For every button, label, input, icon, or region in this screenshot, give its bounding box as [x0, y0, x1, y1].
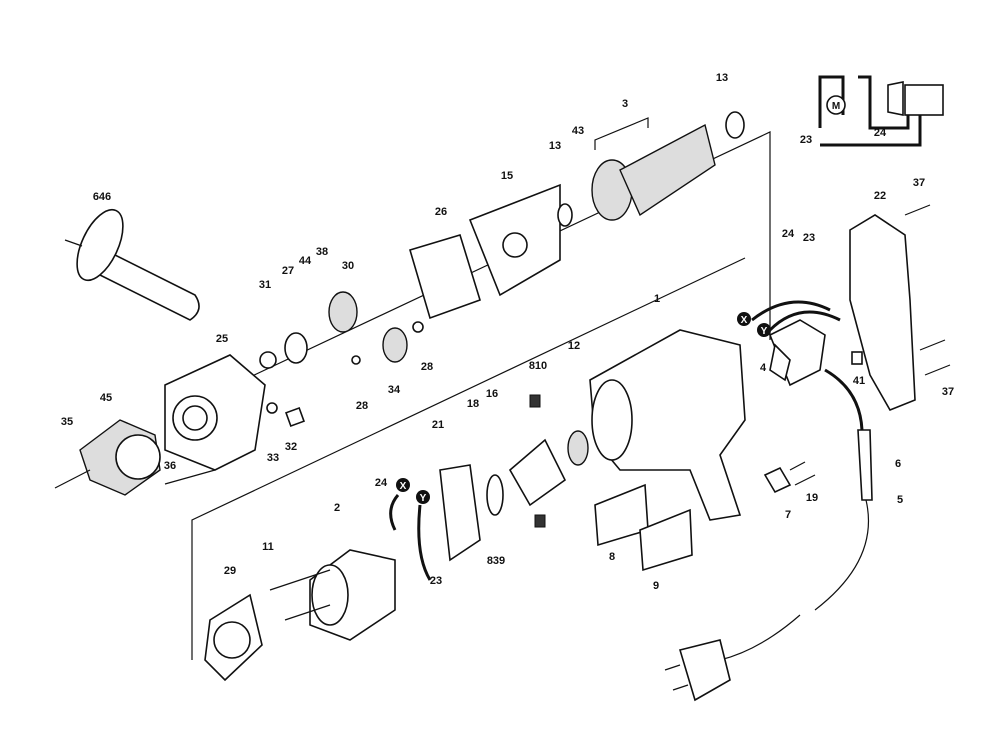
wire-marker-icon: [757, 323, 771, 337]
wire-marker-label: Y: [761, 326, 768, 337]
part-label: 810: [529, 360, 547, 372]
part-label: 26: [435, 206, 447, 218]
wire-marker-label: X: [741, 315, 748, 326]
inset-label: 24: [874, 127, 887, 139]
part-label: 24: [782, 228, 795, 240]
grouping-lines: [179, 131, 771, 660]
part-label: 23: [430, 575, 442, 587]
part-label: 18: [467, 398, 479, 410]
part-label: 27: [282, 265, 294, 277]
part-label: 19: [806, 492, 818, 504]
part-label: 30: [342, 260, 354, 272]
wires: [389, 300, 864, 581]
part-label: 29: [224, 565, 236, 577]
part-label: 3: [622, 98, 628, 110]
part-label: 44: [299, 255, 312, 267]
part-label: 5: [897, 494, 903, 506]
wire-marker-label: Y: [420, 493, 427, 504]
bearing-plate: [409, 183, 561, 320]
part-label: 8: [609, 551, 615, 563]
part-label: 15: [501, 170, 513, 182]
wire-marker-icon: [396, 478, 410, 492]
field-assembly: [204, 464, 481, 682]
motor-symbol-icon: [826, 95, 846, 115]
screws: [763, 204, 951, 494]
brush-holder: [486, 394, 589, 528]
part-label: 646: [93, 191, 111, 203]
wire-marker-label: X: [400, 481, 407, 492]
part-label: 34: [388, 384, 401, 396]
part-label: 4: [760, 362, 767, 374]
part-label: 21: [432, 419, 444, 431]
wire-markers: X Y X Y: [396, 312, 771, 504]
label-plates: [594, 483, 693, 572]
power-cord: [664, 429, 873, 702]
part-label: 36: [164, 460, 176, 472]
part-label: 43: [572, 125, 584, 137]
part-label: 839: [487, 555, 505, 567]
part-label: 28: [356, 400, 368, 412]
part-label: 41: [853, 375, 865, 387]
chuck: [54, 419, 161, 496]
part-label: 9: [653, 580, 659, 592]
inset-labels: M 23 24: [800, 101, 887, 146]
part-label: 35: [61, 416, 73, 428]
part-label: 28: [421, 361, 433, 373]
gear-train: [259, 291, 424, 427]
part-label: 31: [259, 279, 271, 291]
part-label: 37: [942, 386, 954, 398]
motor-symbol-label: M: [832, 101, 840, 112]
part-label: 12: [568, 340, 580, 352]
part-label: 7: [785, 509, 791, 521]
part-label: 22: [874, 190, 886, 202]
part-label: 38: [316, 246, 328, 258]
part-label: 37: [913, 177, 925, 189]
part-label: 2: [334, 502, 340, 514]
side-handle: [64, 208, 200, 321]
wire-marker-icon: [737, 312, 751, 326]
part-label: 11: [262, 541, 274, 553]
part-label: 32: [285, 441, 297, 453]
part-label: 23: [803, 232, 815, 244]
part-label: 25: [216, 333, 228, 345]
part-label: 13: [716, 72, 728, 84]
gear-housing: [164, 354, 266, 485]
switch: [768, 319, 863, 387]
part-label: 33: [267, 452, 279, 464]
wiring-inset: [818, 75, 944, 147]
part-label: 1: [654, 293, 660, 305]
part-label: 13: [549, 140, 561, 152]
inset-label: 23: [800, 134, 812, 146]
part-label: 24: [375, 477, 388, 489]
part-label: 6: [895, 458, 901, 470]
wire-marker-icon: [416, 490, 430, 504]
motor-housing: [589, 329, 746, 521]
part-label: 45: [100, 392, 112, 404]
armature: [557, 111, 745, 227]
part-label: 16: [486, 388, 498, 400]
handle-half: [849, 214, 916, 412]
